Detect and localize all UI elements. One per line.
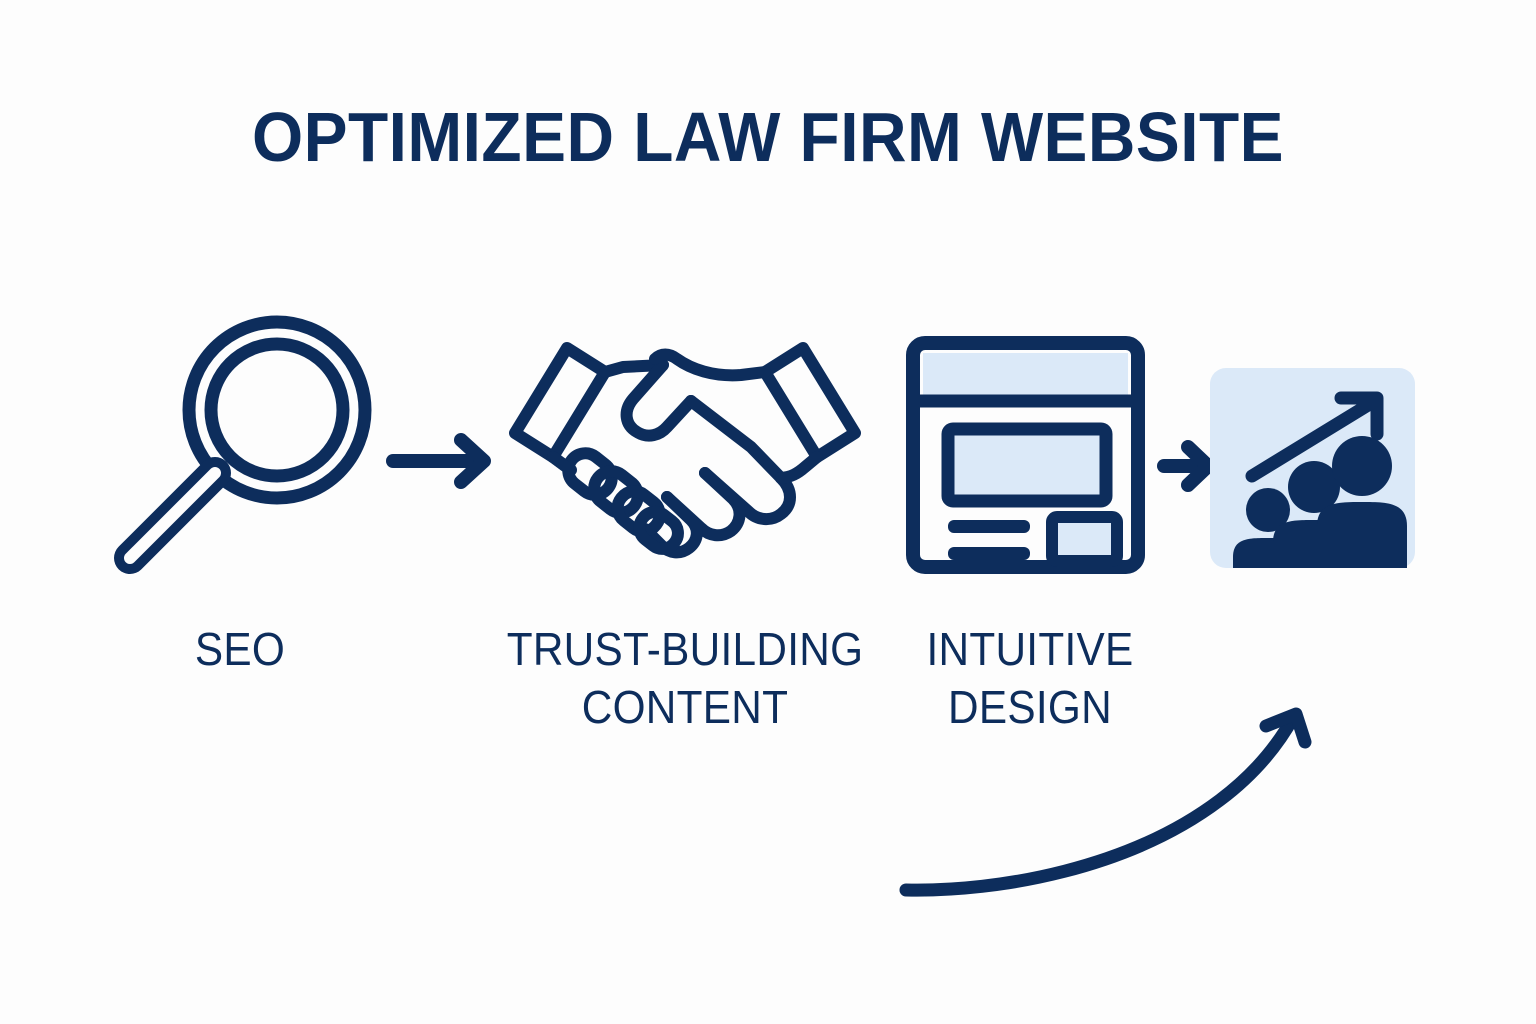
step-label-design-line-2: DESIGN [948, 681, 1112, 733]
audience-growth-icon [1210, 368, 1415, 568]
step-label-trust-building-content: TRUST-BUILDING CONTENT [496, 620, 873, 736]
browser-window-icon [905, 335, 1150, 575]
page-title: OPTIMIZED LAW FIRM WEBSITE [251, 98, 1285, 176]
handshake-icon [505, 335, 865, 575]
arrow-right-icon [385, 430, 500, 492]
step-label-seo: SEO [107, 620, 374, 678]
step-intuitive-design [905, 335, 1150, 575]
step-label-trust-line-1: TRUST-BUILDING [506, 623, 864, 675]
curved-growth-arrow-icon [880, 690, 1340, 920]
step-label-seo-line-1: SEO [194, 623, 286, 675]
step-seo [95, 300, 385, 600]
step-trust-building-content [505, 335, 865, 575]
step-label-trust-line-2: CONTENT [581, 681, 789, 733]
step-audience-growth [1210, 368, 1415, 568]
arrow-right-icon [1157, 438, 1220, 494]
step-label-design-line-1: INTUITIVE [926, 623, 1134, 675]
magnifying-glass-icon [95, 300, 385, 600]
step-label-intuitive-design: INTUITIVE DESIGN [892, 620, 1168, 736]
